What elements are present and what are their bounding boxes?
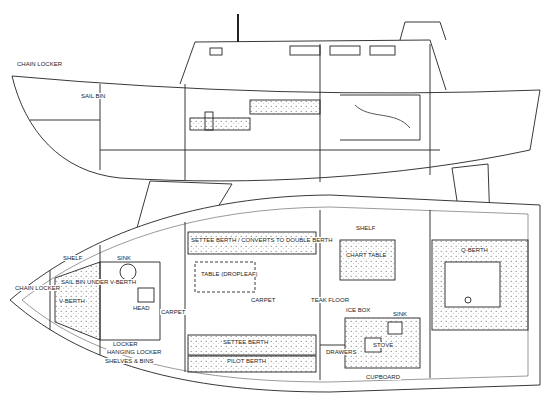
- part-label: SHELF: [355, 225, 376, 232]
- part-label: Q-BERTH: [460, 247, 489, 254]
- part-label: SETTEE BERTH: [222, 339, 269, 346]
- part-label: SINK: [392, 311, 408, 318]
- part-label: SAIL BIN: [80, 93, 106, 100]
- part-label: CARPET: [250, 297, 276, 304]
- part-label: SINK: [116, 255, 132, 262]
- part-label: CHAIN LOCKER: [14, 285, 61, 292]
- part-label: SHELVES & BINS: [104, 358, 155, 365]
- part-label: CHAIN LOCKER: [16, 61, 63, 68]
- part-label: CARPET: [160, 309, 186, 316]
- part-label: SETTEE BERTH / CONVERTS TO DOUBLE BERTH: [190, 237, 333, 244]
- part-label: CUPBOARD: [365, 374, 401, 381]
- part-label: PILOT BERTH: [226, 358, 267, 365]
- part-label: STOVE: [372, 342, 394, 349]
- part-label: TABLE (DROPLEAF): [200, 271, 259, 278]
- part-label: SHELF: [62, 255, 83, 262]
- part-label: HEAD: [132, 305, 151, 312]
- part-label: V-BERTH: [58, 298, 86, 305]
- part-label: TEAK FLOOR: [310, 297, 350, 304]
- part-label: HANGING LOCKER: [106, 349, 162, 356]
- part-label: SAIL BIN UNDER V-BERTH: [60, 279, 137, 286]
- part-label: DRAWERS: [325, 349, 357, 356]
- part-label: LOCKER: [112, 341, 139, 348]
- part-label: ICE BOX: [345, 307, 371, 314]
- part-label: CHART TABLE: [345, 252, 388, 259]
